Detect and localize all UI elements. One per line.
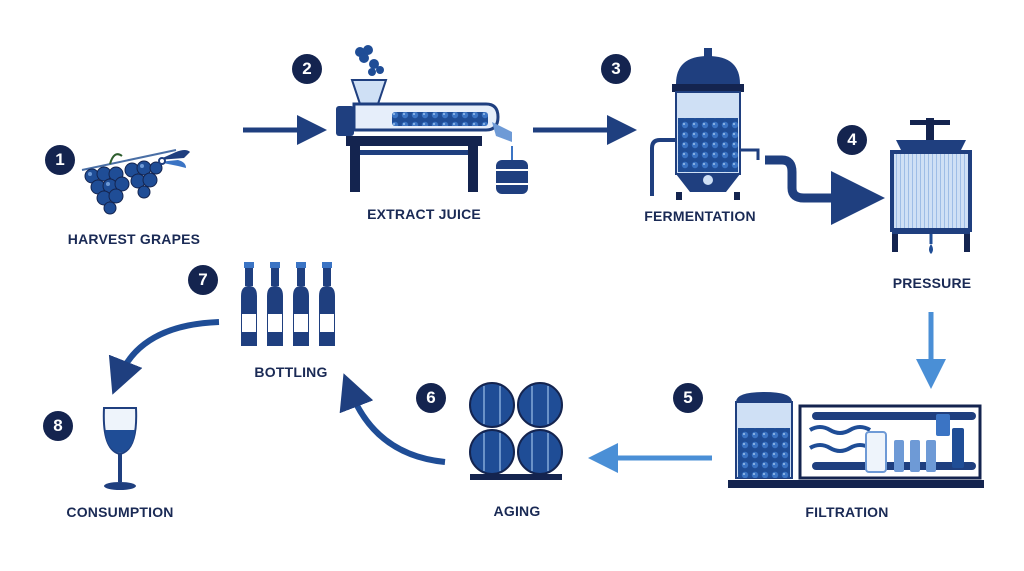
step-3-label: FERMENTATION xyxy=(644,208,756,224)
step-5-label: FILTRATION xyxy=(805,504,889,520)
wine-glass-icon xyxy=(102,407,138,490)
step-8-number-badge: 8 xyxy=(43,411,73,441)
step-4-label: PRESSURE xyxy=(892,275,972,291)
step-6-number-badge: 6 xyxy=(416,383,446,413)
step-7-number-badge: 7 xyxy=(188,265,218,295)
step-5-number-badge: 5 xyxy=(673,383,703,413)
step-6-label: AGING xyxy=(493,503,541,519)
step-1-label: HARVEST GRAPES xyxy=(67,231,201,247)
pruning-shears-icon xyxy=(158,150,190,168)
filtration-system-icon xyxy=(728,392,984,488)
step-2-label: EXTRACT JUICE xyxy=(367,206,481,222)
step-2-number-badge: 2 xyxy=(292,54,322,84)
step-1-number-badge: 1 xyxy=(45,145,75,175)
barrel-stack-icon xyxy=(469,382,563,480)
step-7-label: BOTTLING xyxy=(254,364,328,380)
grape-cluster-icon xyxy=(81,149,177,215)
arrow-7-to-8 xyxy=(108,319,220,395)
juice-press-machine-icon xyxy=(336,45,528,194)
step-4-number-badge: 4 xyxy=(837,125,867,155)
arrow-6-to-7 xyxy=(339,373,446,465)
fermentation-tank-icon xyxy=(650,48,760,200)
step-8-label: CONSUMPTION xyxy=(66,504,174,520)
step-3-number-badge: 3 xyxy=(601,54,631,84)
wine-bottles-icon xyxy=(241,262,335,346)
arrow-3-to-4 xyxy=(765,155,885,225)
wine-press-icon xyxy=(890,118,972,254)
